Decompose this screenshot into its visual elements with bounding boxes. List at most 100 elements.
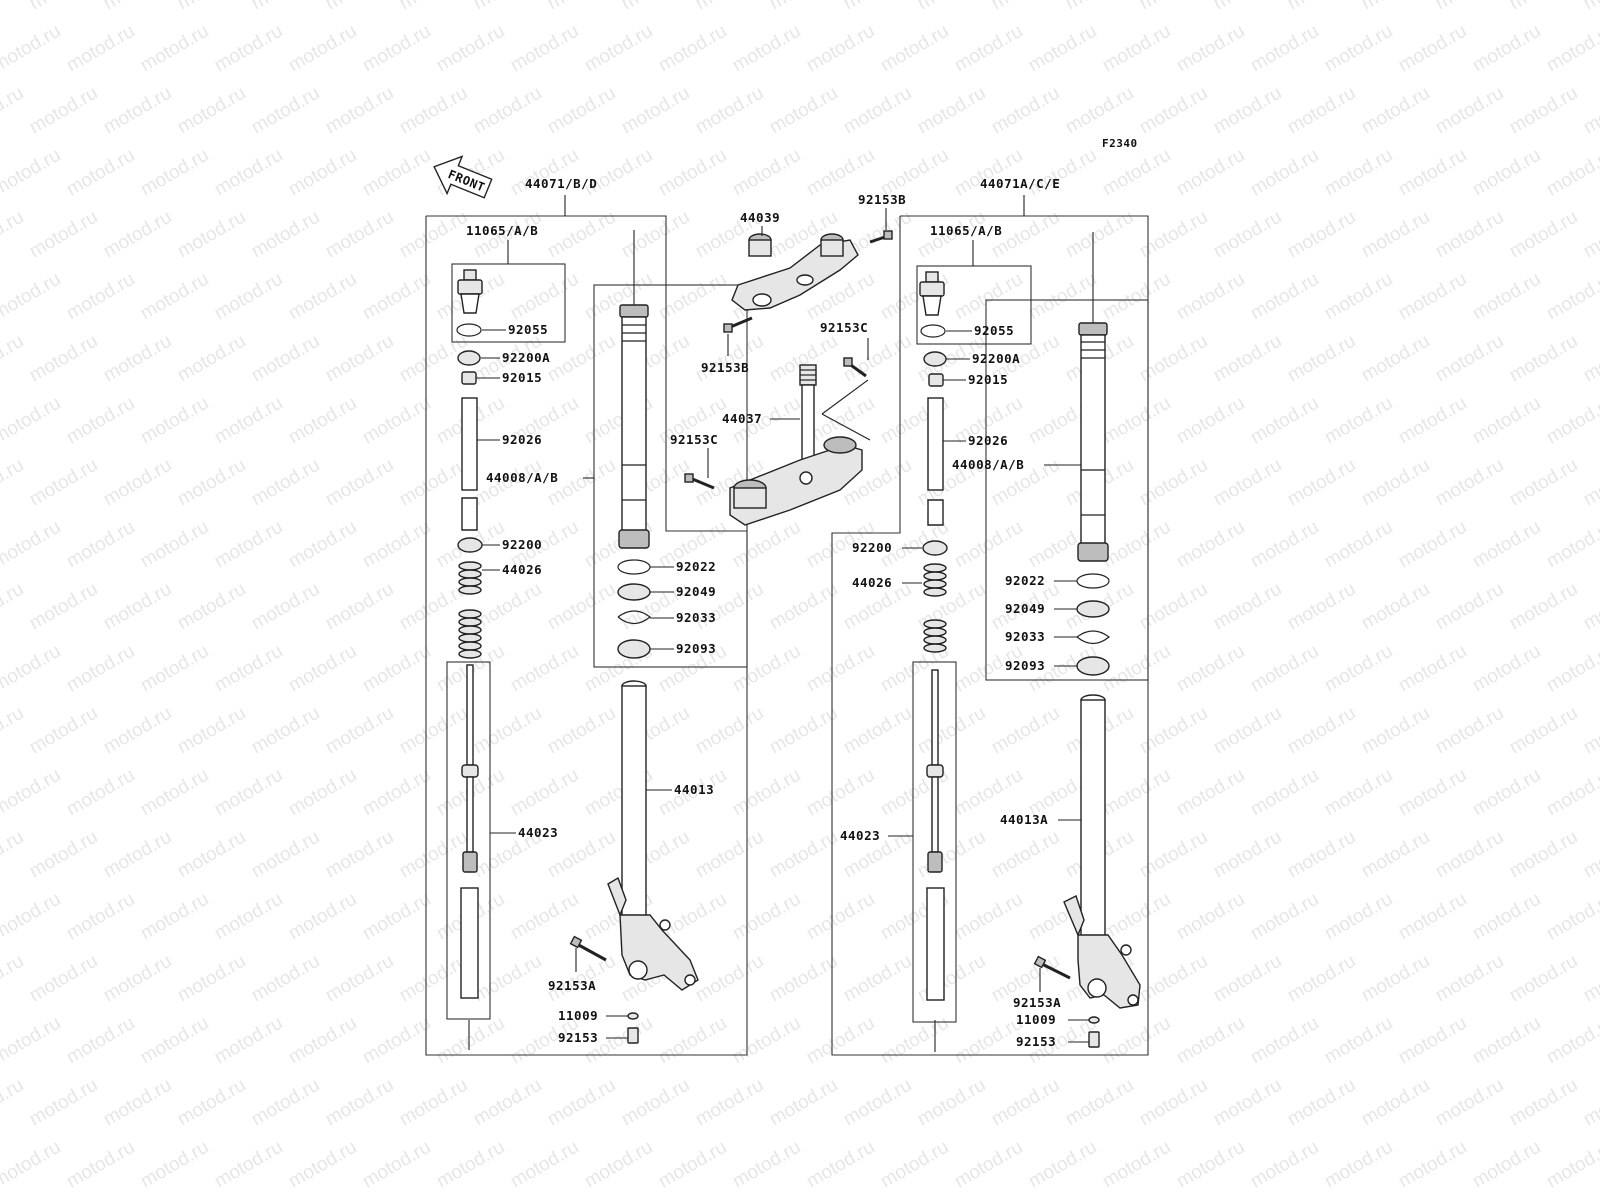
watermark-text: motod.ru <box>137 517 212 573</box>
right-outer-tube-frame <box>985 299 1149 681</box>
watermark-text: motod.ru <box>1210 579 1285 635</box>
watermark-text: motod.ru <box>840 83 915 139</box>
watermark-text: motod.ru <box>1136 703 1211 759</box>
watermark-text: motod.ru <box>137 765 212 821</box>
watermark-text: motod.ru <box>396 455 471 511</box>
watermark-text: motod.ru <box>211 517 286 573</box>
watermark-text: motod.ru <box>211 393 286 449</box>
watermark-text: motod.ru <box>1284 703 1359 759</box>
watermark-text: motod.ru <box>951 269 1026 325</box>
watermark-text: motod.ru <box>1432 0 1507 14</box>
watermark-text: motod.ru <box>470 0 545 14</box>
watermark-text: motod.ru <box>100 0 175 14</box>
spring-coil <box>458 617 482 627</box>
left-axle-bracket <box>607 876 699 991</box>
watermark-text: motod.ru <box>507 641 582 697</box>
watermark-text: motod.ru <box>1173 393 1248 449</box>
watermark-text: motod.ru <box>988 827 1063 883</box>
watermark-text: motod.ru <box>0 331 27 387</box>
watermark-text: motod.ru <box>1099 517 1174 573</box>
watermark-text: motod.ru <box>63 517 138 573</box>
watermark-text: motod.ru <box>544 703 619 759</box>
watermark-text: motod.ru <box>544 0 619 14</box>
watermark-text: motod.ru <box>322 455 397 511</box>
watermark-text: motod.ru <box>1469 269 1544 325</box>
watermark-text: motod.ru <box>100 207 175 263</box>
watermark-text: motod.ru <box>322 331 397 387</box>
watermark-text: motod.ru <box>396 207 471 263</box>
watermark-text: motod.ru <box>803 21 878 77</box>
watermark-text: motod.ru <box>0 145 64 201</box>
watermark-text: motod.ru <box>359 393 434 449</box>
watermark-text: motod.ru <box>1395 1137 1470 1193</box>
watermark-text: motod.ru <box>655 145 730 201</box>
upper-bolt-bottom-label: 92153B <box>701 360 749 375</box>
watermark-text: motod.ru <box>137 21 212 77</box>
watermark-text: motod.ru <box>1543 889 1600 945</box>
right-oring <box>920 324 946 338</box>
right-circlip-label: 92033 <box>1005 629 1045 644</box>
right-assembly-frame <box>831 215 1149 1056</box>
watermark-text: motod.ru <box>803 641 878 697</box>
watermark-text: motod.ru <box>1210 207 1285 263</box>
watermark-text: motod.ru <box>0 0 27 14</box>
watermark-text: motod.ru <box>1469 21 1544 77</box>
right-fork-cap-bolt <box>919 271 945 316</box>
watermark-text: motod.ru <box>766 1075 841 1131</box>
watermark-text: motod.ru <box>285 641 360 697</box>
watermark-text: motod.ru <box>803 1137 878 1193</box>
watermark-text: motod.ru <box>1062 83 1137 139</box>
watermark-text: motod.ru <box>359 1137 434 1193</box>
watermark-text: motod.ru <box>248 579 323 635</box>
watermark-text: motod.ru <box>0 1137 64 1193</box>
right-assembly-label: 44071A/C/E <box>980 176 1060 191</box>
watermark-text: motod.ru <box>1136 331 1211 387</box>
watermark-text: motod.ru <box>359 145 434 201</box>
watermark-text: motod.ru <box>1025 145 1100 201</box>
watermark-text: motod.ru <box>618 1075 693 1131</box>
watermark-text: motod.ru <box>26 827 101 883</box>
watermark-text: motod.ru <box>137 889 212 945</box>
watermark-text: motod.ru <box>211 21 286 77</box>
watermark-text: motod.ru <box>1284 0 1359 14</box>
watermark-text: motod.ru <box>1543 269 1600 325</box>
watermark-text: motod.ru <box>1025 1137 1100 1193</box>
watermark-text: motod.ru <box>1099 145 1174 201</box>
watermark-text: motod.ru <box>1247 889 1322 945</box>
watermark-text: motod.ru <box>1469 1137 1544 1193</box>
watermark-text: motod.ru <box>26 951 101 1007</box>
watermark-text: motod.ru <box>1395 393 1470 449</box>
watermark-text: motod.ru <box>1506 83 1581 139</box>
watermark-text: motod.ru <box>1247 269 1322 325</box>
right-damper-rod <box>931 669 939 766</box>
watermark-text: motod.ru <box>63 765 138 821</box>
watermark-text: motod.ru <box>174 83 249 139</box>
watermark-text: motod.ru <box>174 455 249 511</box>
left-bottom-bolt <box>627 1027 639 1044</box>
watermark-text: motod.ru <box>988 83 1063 139</box>
left-assembly-label: 44071/B/D <box>525 176 597 191</box>
watermark-text: motod.ru <box>1432 951 1507 1007</box>
stem-bolt-left-label: 92153C <box>670 432 718 447</box>
watermark-text: motod.ru <box>803 765 878 821</box>
watermark-text: motod.ru <box>1099 393 1174 449</box>
left-damper-rod <box>466 664 474 766</box>
watermark-text: motod.ru <box>470 579 545 635</box>
watermark-text: motod.ru <box>655 1013 730 1069</box>
spring-coil <box>923 635 947 645</box>
watermark-text: motod.ru <box>1136 207 1211 263</box>
watermark-text: motod.ru <box>766 0 841 14</box>
watermark-text: motod.ru <box>544 83 619 139</box>
watermark-text: motod.ru <box>1025 21 1100 77</box>
right-bottom-bolt-label: 92153 <box>1016 1034 1056 1049</box>
watermark-text: motod.ru <box>914 827 989 883</box>
watermark-text: motod.ru <box>211 145 286 201</box>
watermark-text: motod.ru <box>174 331 249 387</box>
watermark-text: motod.ru <box>1099 1137 1174 1193</box>
left-spring-seat <box>457 537 483 553</box>
watermark-text: motod.ru <box>1358 331 1433 387</box>
watermark-text: motod.ru <box>211 269 286 325</box>
watermark-text: motod.ru <box>174 207 249 263</box>
watermark-text: motod.ru <box>285 765 360 821</box>
